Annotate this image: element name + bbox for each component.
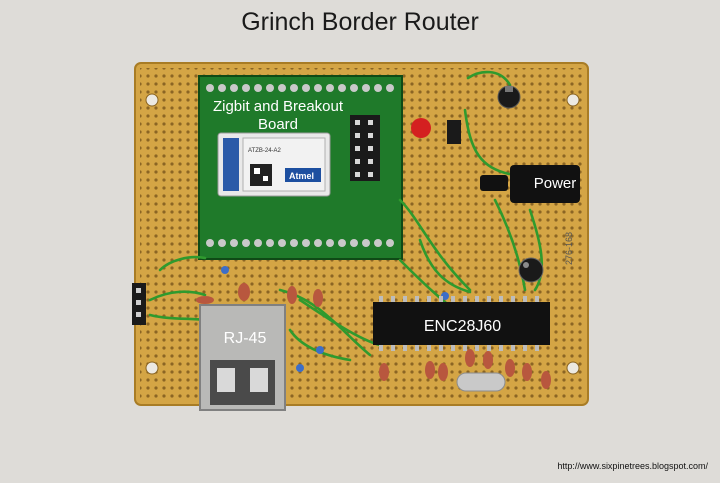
- zigbit-label: Zigbit and Breakout Board: [212, 98, 344, 133]
- power-jack: [510, 165, 580, 203]
- zigbit-brand-text: Atmel: [289, 171, 314, 181]
- enc28j60-ic: [373, 302, 550, 345]
- board-code-text: 276-168: [564, 232, 574, 265]
- mount-hole: [145, 93, 159, 107]
- qr-code: [250, 164, 272, 186]
- ic-pins: [379, 296, 539, 351]
- red-led: [411, 118, 431, 138]
- breakout-pins-bottom: [206, 239, 394, 247]
- resistors: [196, 283, 551, 389]
- page-title: Grinch Border Router: [241, 8, 479, 36]
- breakout-pins-top: [206, 84, 394, 92]
- wires: [148, 70, 544, 362]
- ceramic-capacitors: [221, 266, 449, 372]
- mount-hole: [566, 361, 580, 375]
- crystal: [456, 372, 506, 392]
- power-label: Power: [533, 175, 577, 192]
- enc28j60-label: ENC28J60: [423, 318, 502, 335]
- regulator: [447, 120, 461, 144]
- zigbit-module-text: ATZB-24-A2: [248, 148, 282, 154]
- mount-hole: [145, 361, 159, 375]
- zigbit-antenna: [223, 138, 239, 191]
- rj45-label: RJ-45: [223, 330, 267, 347]
- zigbit-logo-bg: [285, 168, 321, 182]
- capacitor-right: [518, 257, 544, 283]
- credit-url: http://www.sixpinetrees.blogspot.com/: [557, 461, 708, 471]
- mount-hole: [566, 93, 580, 107]
